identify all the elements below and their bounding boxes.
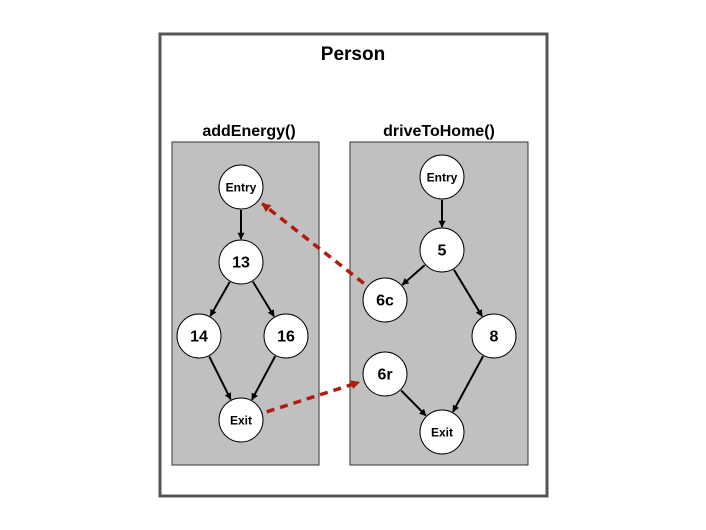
node-circle (263, 313, 309, 359)
flow-edge-L_14-to-L_exit (208, 356, 232, 401)
call-edge-L_exit-to-R_6r (266, 380, 361, 414)
flow-edge-R_5-to-R_8 (453, 269, 483, 317)
node-label: 16 (277, 329, 295, 346)
node-circle (362, 351, 408, 397)
node-circle (419, 154, 465, 200)
node-circle (176, 313, 222, 359)
node-label: 6r (377, 367, 392, 384)
node-label: Exit (230, 414, 252, 428)
flow-edge-L_13-to-L_14 (209, 281, 231, 317)
edges-layer (208, 200, 484, 417)
node-R_8: 8 (471, 313, 517, 359)
node-circle (218, 164, 264, 210)
flow-edge-R_6r-to-R_exit (400, 389, 427, 417)
flow-edge-L_16-to-L_exit (250, 355, 277, 401)
flow-edge-R_5-to-R_6c (401, 264, 426, 286)
node-R_6c: 6c (362, 277, 408, 323)
method-title-add-energy: addEnergy() (202, 123, 295, 140)
flow-edge-R_8-to-R_exit (452, 355, 484, 413)
node-R_5: 5 (419, 227, 465, 273)
node-label: 13 (232, 255, 250, 272)
node-R_exit: Exit (419, 409, 465, 455)
node-R_6r: 6r (362, 351, 408, 397)
node-label: Entry (427, 171, 458, 185)
node-L_exit: Exit (218, 397, 264, 443)
node-L_14: 14 (176, 313, 222, 359)
node-label: 5 (438, 243, 447, 260)
node-circle (362, 277, 408, 323)
method-title-drive-to-home: driveToHome() (383, 123, 495, 140)
node-circle (419, 409, 465, 455)
node-L_16: 16 (263, 313, 309, 359)
node-label: Entry (226, 181, 257, 195)
node-L_entry: Entry (218, 164, 264, 210)
node-label: 14 (190, 329, 208, 346)
node-label: Exit (431, 426, 453, 440)
flow-edge-L_13-to-L_16 (252, 281, 275, 317)
class-title: Person (321, 44, 385, 65)
node-circle (218, 397, 264, 443)
call-edge-R_6c-to-L_entry (261, 202, 365, 285)
node-L_13: 13 (218, 239, 264, 285)
node-circle (218, 239, 264, 285)
node-circle (471, 313, 517, 359)
node-label: 6c (376, 293, 394, 310)
node-label: 8 (490, 329, 499, 346)
node-circle (419, 227, 465, 273)
node-R_entry: Entry (419, 154, 465, 200)
